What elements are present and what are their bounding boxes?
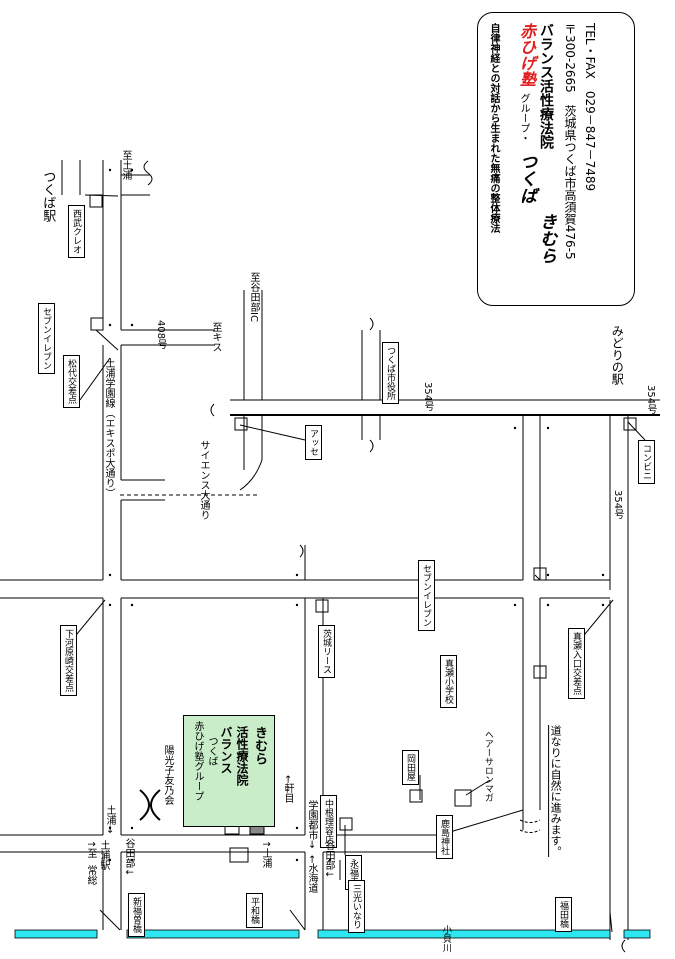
label-road-354-c: 354号 xyxy=(612,490,623,520)
label-tsukuba-eki: つくば駅 xyxy=(40,170,56,222)
river xyxy=(14,929,651,939)
label-hair: ヘアーサロンマガ xyxy=(482,730,493,802)
label-road-354-b: 354号 xyxy=(645,385,656,415)
label-magami-iriguchi: 真瀬入口交差点 xyxy=(568,628,585,699)
clinic-line4: 活性療法院 xyxy=(235,726,249,786)
card-tsukuba: つくば xyxy=(516,153,536,204)
label-tsuchiura-up: ↑土浦 xyxy=(260,840,271,869)
clinic-line3: バランス xyxy=(219,726,233,774)
card-group: グループ・ xyxy=(518,93,529,143)
label-shimogawara: 下河原崎交差点 xyxy=(60,625,77,696)
label-shinfuku: 新福曽橋 xyxy=(128,893,145,937)
label-kashima: 鹿島神社 xyxy=(436,815,453,859)
label-seven-1: セブンイレブン xyxy=(38,303,55,374)
label-konbini: コンビニ xyxy=(638,440,655,484)
label-left-a: ↑至 xyxy=(85,840,96,859)
label-seven-2: セブンイレブン xyxy=(418,560,435,631)
card-clinic-suffix: きむら xyxy=(536,213,556,264)
clinic-location-box: 赤ひげ塾グループ つくば バランス 活性療法院 きむら xyxy=(183,715,275,827)
label-yatabe-arrow-2: 谷田部↓ xyxy=(323,840,334,879)
label-assse: アッセ xyxy=(305,425,322,460)
label-to-yatabe-ic: 至谷田部IC xyxy=(248,272,259,322)
clinic-line5: きむら xyxy=(252,726,267,765)
label-kogai: 小貝川 xyxy=(440,925,451,952)
card-clinic-name: バランス活性療法院 xyxy=(538,23,554,149)
card-address: 〒300-2665 茨城県つくば市高須賀476-5 xyxy=(563,23,577,260)
label-mizukaido: ←水海道 xyxy=(306,855,317,894)
label-road-354-a: 354号 xyxy=(422,382,433,412)
label-matsushiro: 松代交差点 xyxy=(63,355,80,408)
label-michi: 道なりに自然に進みます。 xyxy=(549,725,563,857)
label-to-kisu: 至キス xyxy=(210,322,221,352)
label-tsuchiura-arrow: 土浦→ xyxy=(104,805,115,834)
label-seibu-creo: 西武クレオ xyxy=(68,205,85,258)
label-kenmeku: ←軒目 xyxy=(282,775,293,804)
label-magami-school: 真瀬小学校 xyxy=(440,655,457,708)
clinic-info-card: 自律神経との対話から生まれた無痛の整体療法 赤ひげ塾 グループ・ つくば バラン… xyxy=(477,12,635,306)
clinic-line1: 赤ひげ塾グループ xyxy=(192,721,203,801)
label-sankoh: 三光いなり xyxy=(348,880,365,933)
label-road-408: 408号 xyxy=(155,320,166,350)
label-heiwa: 平和橋 xyxy=(246,893,263,928)
label-shiyakusho: つくば市役所 xyxy=(382,342,399,404)
label-left-c: 常総 xyxy=(85,865,96,885)
label-tsuchiura-gakuen: 土浦学園線（エキスポ大通り） xyxy=(103,358,114,498)
label-midorino: みどりの駅 xyxy=(610,325,625,385)
label-yokoji: 陽光子友乃会 xyxy=(162,745,173,805)
label-nakane: 中根理容店 xyxy=(320,795,337,848)
label-okada: 岡田屋 xyxy=(402,750,419,785)
card-tagline: 自律神経との対話から生まれた無痛の整体療法 xyxy=(488,23,499,233)
label-fukuda: 福田橋 xyxy=(555,897,572,932)
label-to-tsuchiura-top: 至土浦 xyxy=(120,150,131,180)
card-brand: 赤ひげ塾 xyxy=(517,23,536,87)
clinic-line2: つくば xyxy=(206,736,217,766)
label-yatabe-arrow-1: 谷田部↓ xyxy=(123,838,134,877)
card-tel: TEL・FAX 029－847－7489 xyxy=(583,23,597,192)
label-science: サイエンス大通り xyxy=(198,440,209,520)
label-gakuentoshi: 学園都市→ xyxy=(306,800,317,849)
label-left-b: 土浦駅 xyxy=(98,840,109,870)
label-zeiryo: 茨城リース xyxy=(318,625,335,678)
